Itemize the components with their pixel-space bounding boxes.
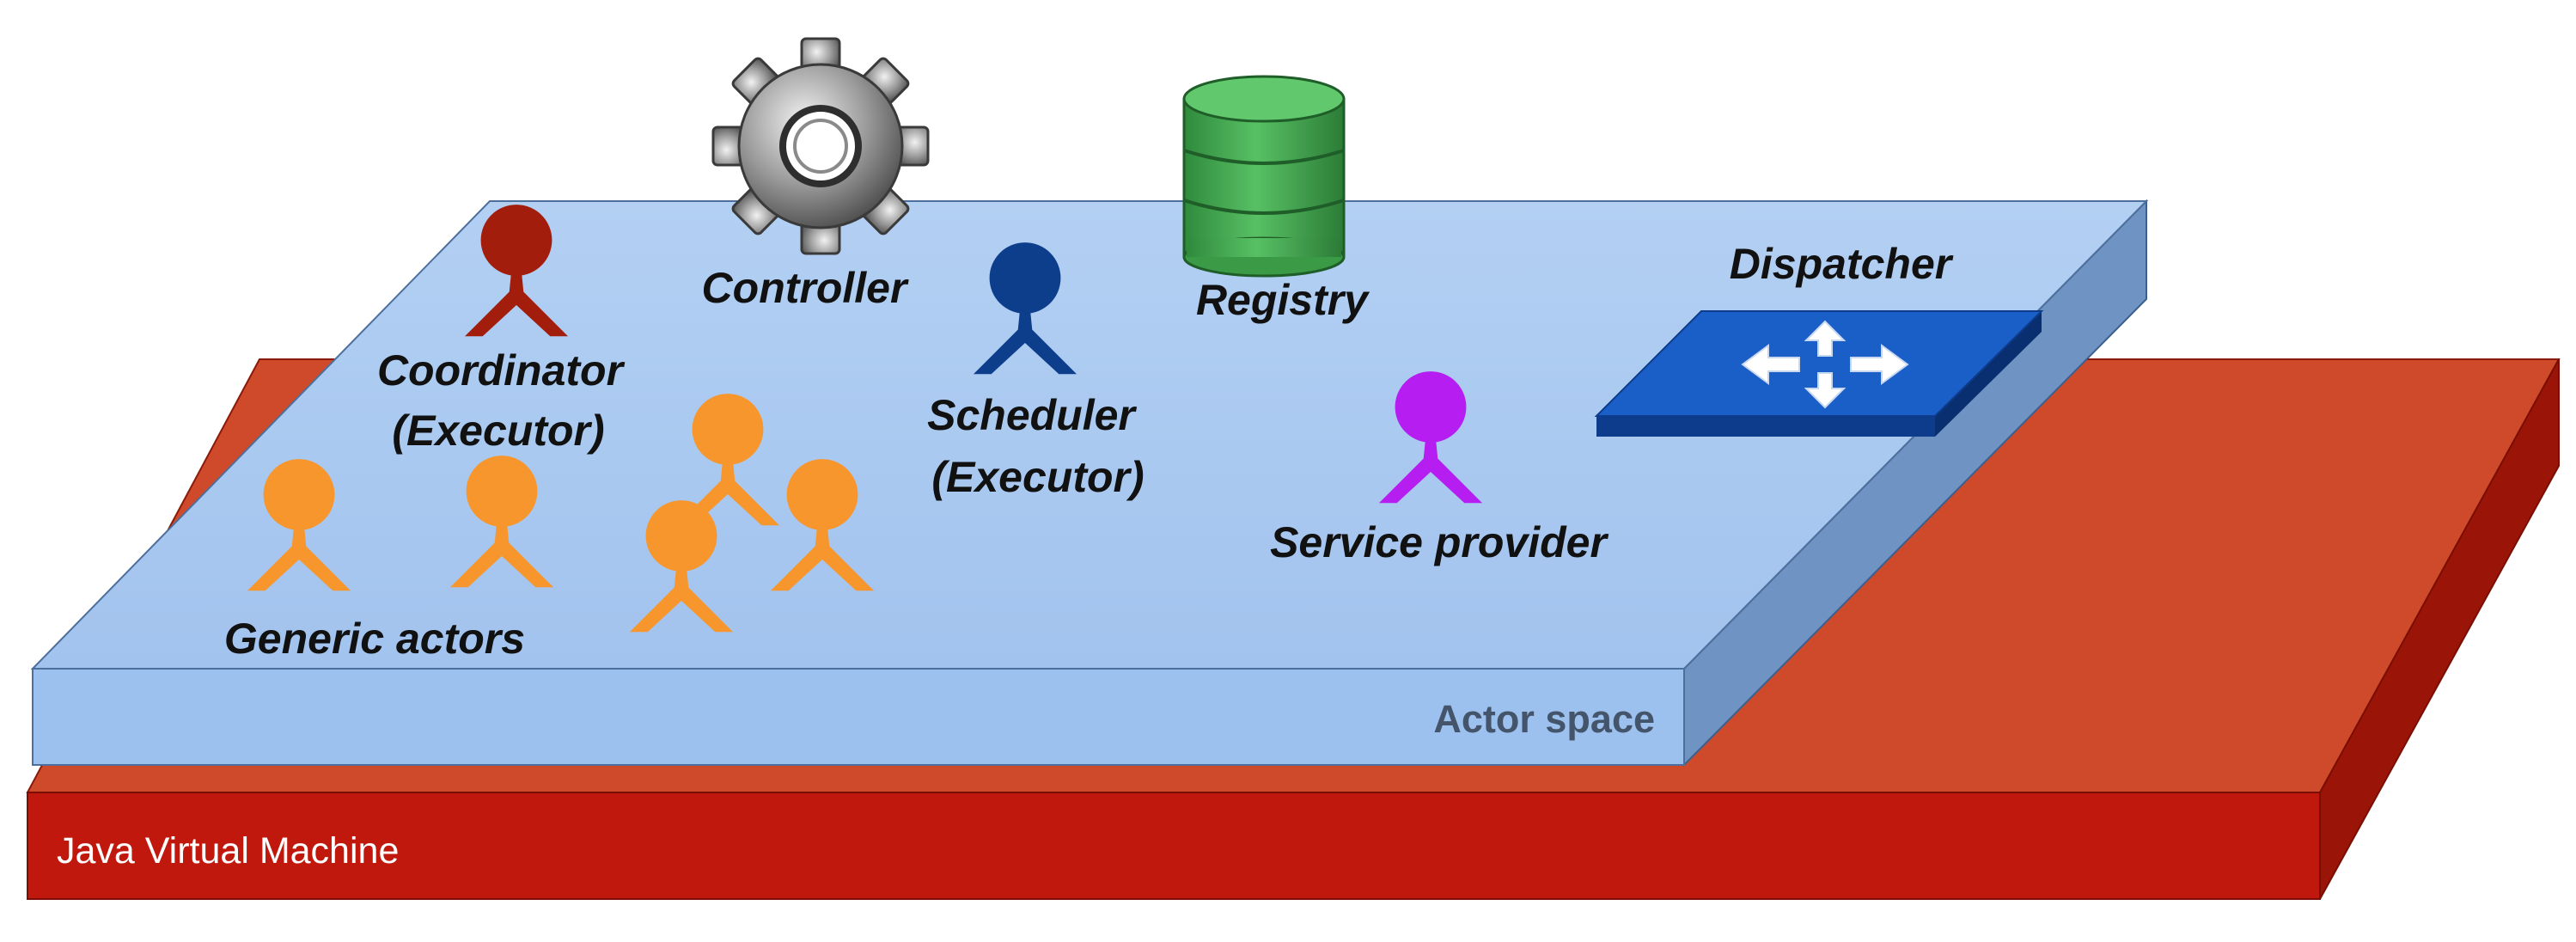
registry-label: Registry [1196, 276, 1370, 324]
controller: Controller [702, 37, 930, 312]
dispatcher: Dispatcher [1594, 240, 2044, 437]
generic-actors-label: Generic actors [224, 615, 525, 663]
switch-icon [1594, 310, 2044, 437]
jvm-label: Java Virtual Machine [57, 830, 399, 872]
jvm-front-face [27, 792, 2321, 900]
scheduler-actor: Scheduler (Executor) [927, 242, 1145, 501]
scheduler-label-line2: (Executor) [931, 453, 1144, 501]
actor-space-label: Actor space [1433, 697, 1655, 741]
gear-icon [711, 37, 930, 255]
generic-actors: Generic actors [224, 394, 875, 663]
coordinator-actor: Coordinator (Executor) [377, 205, 626, 455]
controller-label: Controller [702, 264, 909, 312]
database-icon [1182, 75, 1346, 278]
dispatcher-label: Dispatcher [1730, 240, 1954, 288]
service-provider-label: Service provider [1270, 518, 1608, 566]
coordinator-label-line2: (Executor) [392, 407, 604, 455]
coordinator-label-line1: Coordinator [377, 346, 626, 395]
service-provider-actor: Service provider [1270, 371, 1608, 566]
scheduler-label-line1: Scheduler [927, 391, 1137, 439]
actor-space-front-face [32, 668, 1685, 766]
registry: Registry [1182, 75, 1370, 324]
